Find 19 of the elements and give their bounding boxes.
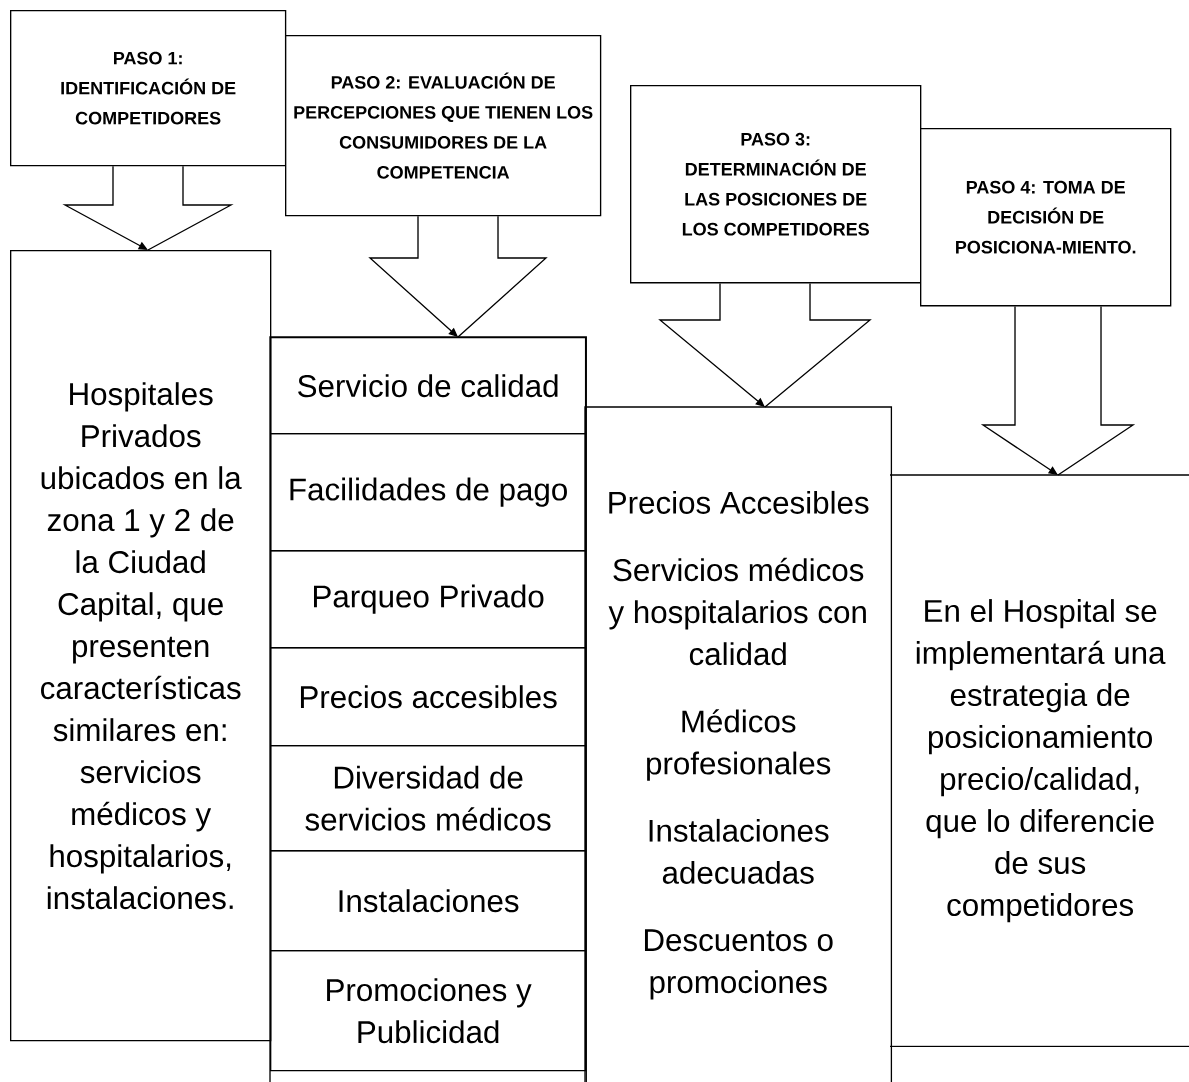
column-box: Precios Accesibles Servicios médicos y hospitalarios con calidad Médicos profesionales Instalaciones adecuadas Descuentos o promociones <box>584 406 893 1082</box>
content-box: Hospitales Privados ubicados en la zona 1 y 2 de la Ciudad Capital, que presenten características similares en: servicios médicos y hospitalarios, instalaciones. <box>10 250 272 1042</box>
step-callout: PASO 1: IDENTIFICACIÓN DE COMPETIDORES <box>10 10 287 167</box>
block-arrow <box>658 282 872 408</box>
block-arrow <box>368 215 548 338</box>
column-box <box>269 336 587 1082</box>
list-cell: Servicio de calidad <box>270 337 587 435</box>
content-box: En el Hospital se implementará una estrategia de posicionamiento precio/calidad, que lo diferencie de sus competidores <box>889 474 1189 1047</box>
list-cell: Parqueo Privado <box>270 550 587 649</box>
list-cell: Facilidades de pago <box>270 433 587 552</box>
list-cell: Instalaciones <box>270 850 587 952</box>
block-arrow <box>62 165 234 251</box>
step-callout: PASO 4: TOMA DE DECISIÓN DE POSICIONA-MIENTO. <box>920 128 1172 307</box>
list-cell: Diversidad de servicios médicos <box>270 745 587 852</box>
list-cell: Precios accesibles <box>270 647 587 747</box>
block-arrow <box>980 305 1136 476</box>
step-callout: PASO 2: EVALUACIÓN DE PERCEPCIONES QUE TIENEN LOS CONSUMIDORES DE LA COMPETENCIA <box>285 35 602 217</box>
step-callout: PASO 3: DETERMINACIÓN DE LAS POSICIONES DE LOS COMPETIDORES <box>630 85 922 284</box>
list-cell: Promociones y Publicidad <box>270 950 587 1072</box>
